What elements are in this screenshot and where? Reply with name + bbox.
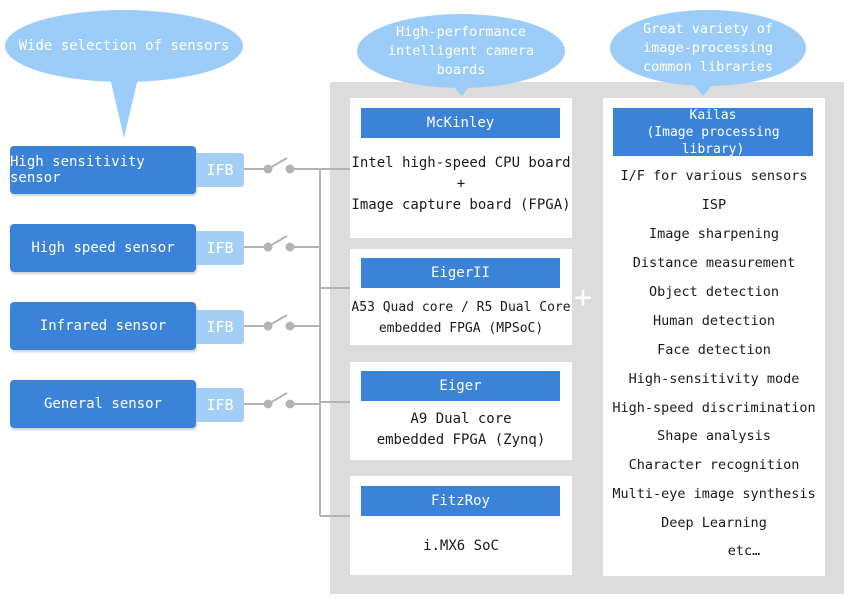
library-item: Object detection xyxy=(648,284,780,300)
library-item: Face detection xyxy=(657,342,771,358)
sensor-high-speed: High speed sensor xyxy=(10,224,196,272)
library-item: Character recognition xyxy=(628,457,800,473)
library-item: High-speed discrimination xyxy=(612,400,816,416)
board-desc-eiger: A9 Dual core embedded FPGA (Zynq) xyxy=(376,411,546,448)
library-item: ISP xyxy=(701,197,727,213)
sensor-infrared: Infrared sensor xyxy=(10,302,196,350)
boards-callout-bubble: High-performance intelligent camera boar… xyxy=(357,14,565,88)
library-item: High-sensitivity mode xyxy=(628,371,800,387)
board-card-fitzroy: FitzRoy i.MX6 SoC xyxy=(350,476,572,575)
ifb-high-speed: IFB xyxy=(196,231,244,265)
library-item: Multi-eye image synthesis xyxy=(612,486,816,502)
board-desc-mckinley: Intel high-speed CPU board + Image captu… xyxy=(351,155,571,213)
library-item: Image sharpening xyxy=(648,226,780,242)
ifb-infrared: IFB xyxy=(196,310,244,344)
library-item-etc: etc… xyxy=(727,543,761,559)
board-title-eiger: Eiger xyxy=(361,371,560,401)
sensor-general: General sensor xyxy=(10,380,196,428)
board-desc-fitzroy: i.MX6 SoC xyxy=(423,538,499,554)
libraries-callout-bubble: Great variety of image-processing common… xyxy=(610,10,806,86)
library-item: I/F for various sensors xyxy=(620,168,808,184)
library-item: Human detection xyxy=(653,313,775,329)
library-title: Kailas xyxy=(689,107,737,123)
ifb-high-sensitivity: IFB xyxy=(196,153,244,187)
sensor-high-sensitivity: High sensitivity sensor xyxy=(10,146,196,194)
library-item: Distance measurement xyxy=(632,255,796,271)
board-desc-eigerii: A53 Quad core / R5 Dual Core embedded FP… xyxy=(351,300,571,336)
library-item: Shape analysis xyxy=(657,428,771,444)
ifb-general: IFB xyxy=(196,388,244,422)
board-title-fitzroy: FitzRoy xyxy=(361,486,560,516)
board-title-eigerii: EigerII xyxy=(361,258,560,288)
library-title-box: Kailas (Image processing library) xyxy=(613,107,813,157)
library-card: Kailas (Image processing library) I/F fo… xyxy=(603,98,825,576)
library-subtitle: (Image processing library) xyxy=(646,124,780,157)
board-card-eigerii: EigerII A53 Quad core / R5 Dual Core emb… xyxy=(350,249,572,345)
board-title-mckinley: McKinley xyxy=(361,108,560,138)
sensors-callout-bubble: Wide selection of sensors xyxy=(5,10,243,82)
library-item: Deep Learning xyxy=(661,515,767,531)
plus-sign: + xyxy=(574,280,593,315)
board-card-eiger: Eiger A9 Dual core embedded FPGA (Zynq) xyxy=(350,362,572,460)
board-card-mckinley: McKinley Intel high-speed CPU board + Im… xyxy=(350,98,572,238)
